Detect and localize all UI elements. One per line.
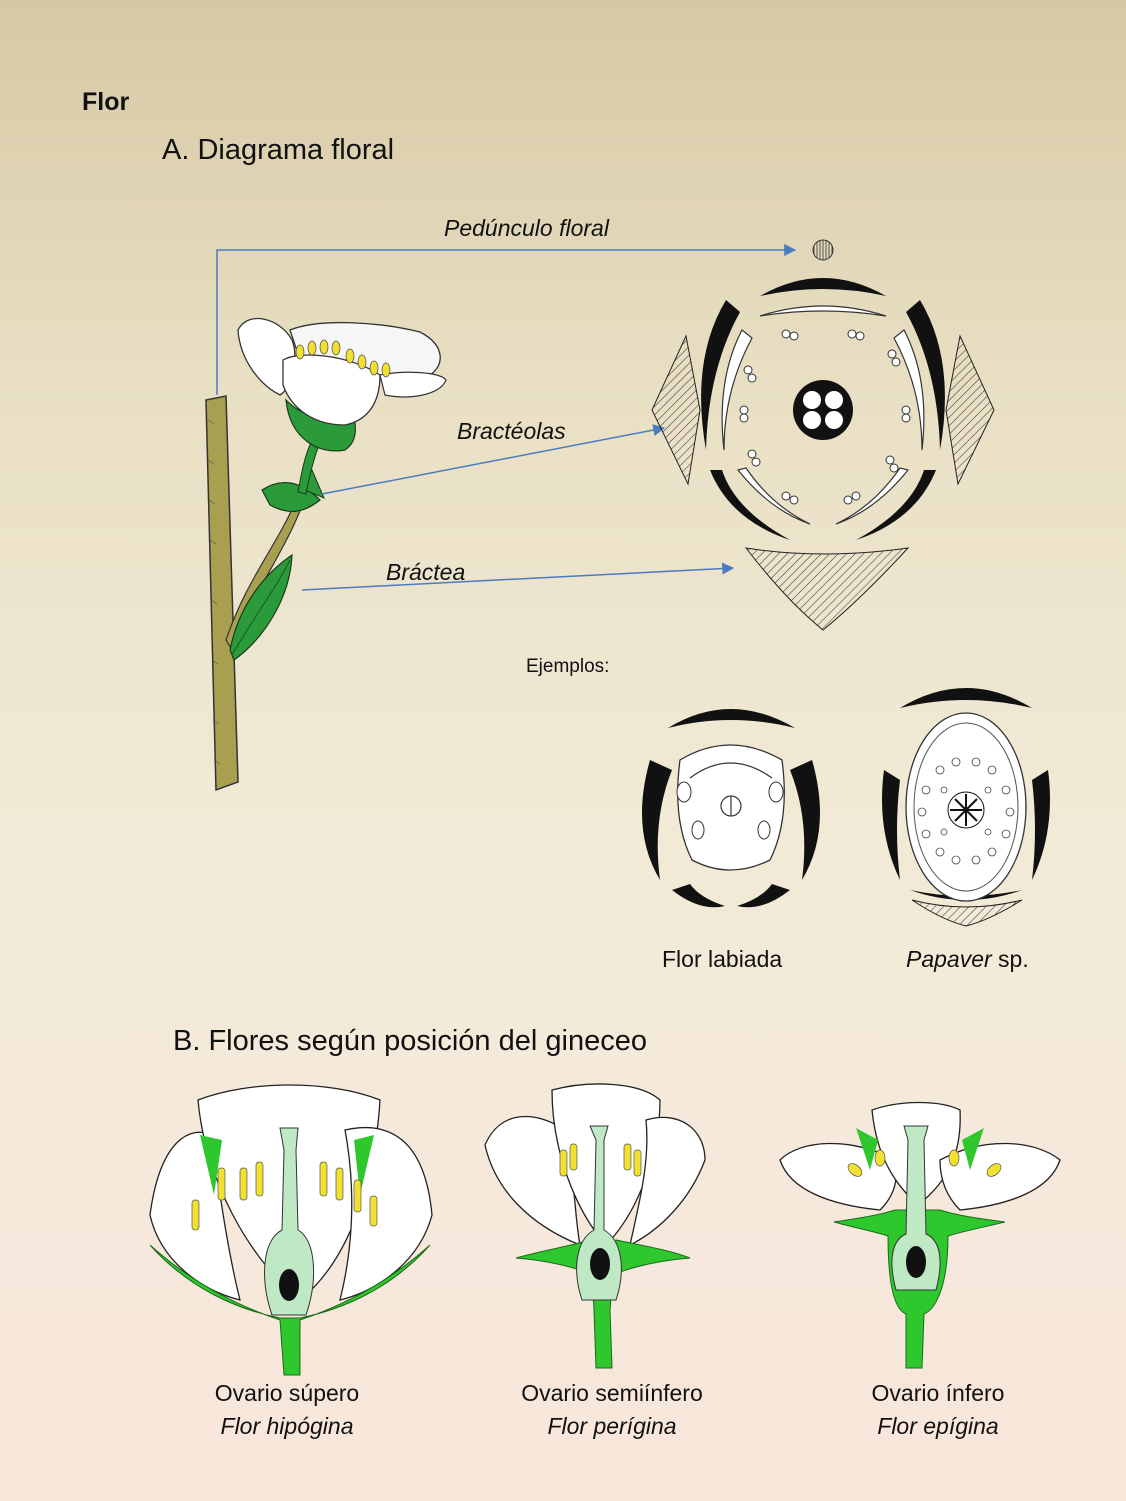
example-labiate-diagram [642, 709, 820, 907]
flower-inferior-ovary [780, 1103, 1060, 1369]
flower-superior-ovary [150, 1085, 432, 1375]
floral-diagram [652, 240, 994, 630]
flowering-branch-illustration [206, 319, 446, 790]
flower-semi-inferior-ovary [485, 1084, 705, 1368]
example-papaver-diagram [882, 688, 1050, 926]
